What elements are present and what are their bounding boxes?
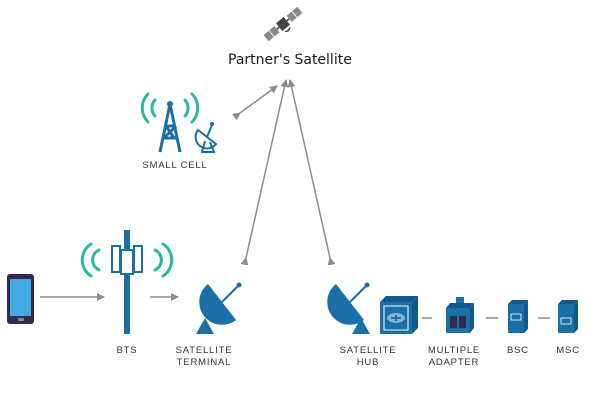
satellite-icon — [263, 6, 303, 42]
multiple-adapter-label-line2: ADAPTER — [428, 357, 480, 368]
hub-icon — [380, 296, 418, 334]
satellite-terminal-label-line1: SATELLITE — [175, 345, 233, 356]
arrow-terminal-satellite — [240, 79, 289, 266]
arrow-hub-satellite — [287, 79, 336, 266]
link-arrows — [40, 79, 336, 301]
satellite-hub-label-line1: SATELLITE — [339, 345, 397, 356]
arrow-small-cell-satellite — [231, 85, 278, 121]
satellite-terminal-label: SATELLITE TERMINAL — [166, 345, 242, 369]
bts-tower-icon — [80, 230, 174, 334]
satellite-dish-icon — [196, 282, 242, 334]
multiple-adapter-label-line1: MULTIPLE — [427, 345, 481, 356]
msc-server-icon — [558, 300, 578, 333]
satellite-hub-dish-icon — [327, 282, 370, 334]
phone-icon — [7, 274, 34, 324]
msc-label: MSC — [556, 345, 580, 356]
small-cell-tower-icon — [140, 92, 218, 153]
satellite-hub-label: SATELLITE HUB — [334, 345, 402, 369]
bsc-label: BSC — [507, 345, 529, 356]
adapter-icon — [446, 297, 474, 333]
satellite-hub-label-line2: HUB — [356, 357, 380, 368]
bsc-server-icon — [508, 300, 528, 333]
satellite-terminal-label-line2: TERMINAL — [176, 357, 232, 368]
multiple-adapter-label: MULTIPLE ADAPTER — [420, 345, 488, 369]
bts-label: BTS — [116, 345, 138, 356]
small-cell-label: SMALL CELL — [142, 160, 208, 171]
satellite-label: Partner's Satellite — [228, 52, 352, 68]
